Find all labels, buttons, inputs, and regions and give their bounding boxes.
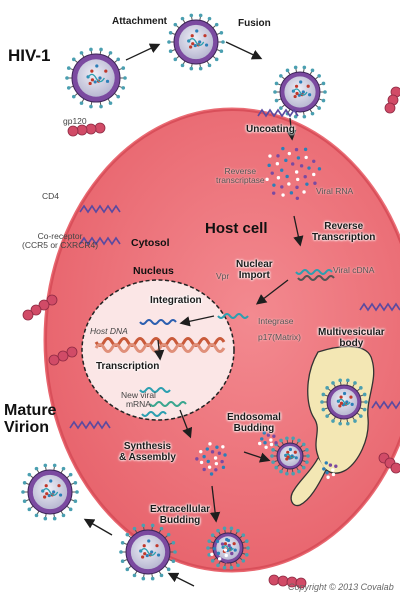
virion-icon: [320, 378, 368, 426]
exb-line2: Budding: [159, 514, 201, 526]
receptors: [22, 86, 400, 589]
receptor-icon: [69, 420, 111, 430]
arrow-icon: [243, 451, 271, 463]
receptor-icon: [79, 236, 121, 246]
host-dna-label: Host DNA: [90, 326, 128, 336]
new-viral-mrna-label: New viral mRNA: [121, 391, 156, 409]
coreceptor-line1: Co-receptor: [37, 231, 83, 241]
arrow-icon: [125, 43, 161, 61]
host-cell-label: Host cell: [205, 220, 268, 237]
virions: [21, 13, 368, 581]
viral-rna-label: Viral RNA: [316, 186, 354, 196]
rna-icon: [141, 411, 167, 417]
virion-icon: [273, 65, 327, 119]
nucleus-label: Nucleus: [133, 265, 174, 277]
receptor-icon: [79, 204, 121, 214]
sa-line1: Synthesis: [123, 441, 172, 452]
receptor-icon: [384, 86, 400, 114]
fusion-label: Fusion: [238, 18, 271, 29]
coreceptor-label: Co-receptor (CCR5 or CXRCR4): [22, 232, 98, 250]
reverse-transcription-label: Reverse Transcription: [312, 221, 376, 243]
multivesicular-body-label: Multivesicular body: [318, 327, 385, 349]
receptor-icon: [48, 346, 78, 366]
gp120-label: gp120: [63, 116, 87, 126]
rna-strands: [139, 269, 335, 417]
virion-icon: [206, 526, 250, 570]
rna-icon: [297, 275, 335, 281]
transcription-label: Transcription: [96, 361, 160, 372]
ni-line1: Nuclear: [236, 259, 273, 270]
hiv1-label: HIV-1: [8, 46, 51, 65]
mv-line1: Mature: [4, 402, 57, 419]
uncoating-label: Uncoating: [246, 124, 295, 135]
process-arrows: [83, 41, 304, 587]
attachment-label: Attachment: [112, 16, 168, 27]
eb-line2: Budding: [233, 422, 275, 434]
ni-line2: Import: [238, 269, 270, 281]
receptor-icon: [67, 122, 106, 137]
copyright-text: Copyright © 2013 Covalab: [288, 582, 394, 592]
arrow-icon: [179, 315, 215, 327]
mature-virion-label: Mature Virion: [4, 402, 57, 437]
arrow-icon: [255, 279, 289, 305]
nvm-line1: New viral: [121, 390, 156, 400]
receptor-icon: [268, 574, 307, 589]
rtx-line2: Transcription: [312, 231, 376, 243]
integration-label: Integration: [150, 295, 202, 306]
arrow-icon: [293, 215, 304, 247]
cd4-label: CD4: [42, 191, 60, 201]
viral-particles: [195, 146, 338, 564]
virion-icon: [119, 523, 177, 581]
rt-line1: Reverse: [224, 166, 257, 176]
host-dna-icon: [94, 337, 226, 353]
arrow-icon: [179, 409, 193, 439]
integrase-label: Integrase: [258, 316, 294, 326]
receptor-icon: [22, 294, 58, 321]
virion-icon: [65, 47, 127, 109]
mvb-line1: Multivesicular: [318, 327, 385, 338]
arrow-icon: [167, 572, 195, 587]
viral-cdna-label: Viral cDNA: [333, 265, 375, 275]
virion-icon: [21, 463, 79, 521]
extracellular-budding-label: Extracellular Budding: [150, 504, 211, 526]
endosomal-budding-label: Endosomal Budding: [227, 412, 281, 434]
arrow-icon: [83, 518, 113, 536]
coreceptor-line2: (CCR5 or CXRCR4): [22, 239, 99, 250]
receptor-icon: [257, 108, 299, 118]
receptor-icon: [378, 452, 400, 474]
virion-icon: [167, 13, 225, 71]
nvm-line2: mRNA: [125, 398, 151, 409]
cytosol-label: Cytosol: [131, 237, 170, 249]
arrow-icon: [209, 485, 221, 523]
rna-icon: [217, 313, 249, 319]
reverse-transcriptase-label: Reverse transcriptase: [216, 167, 265, 185]
rna-icon: [139, 319, 177, 325]
arrow-icon: [225, 41, 263, 60]
vpr-label: Vpr: [216, 271, 230, 281]
rt-line2: transcriptase: [216, 174, 265, 185]
exb-line1: Extracellular: [150, 504, 211, 515]
mvb-line2: body: [339, 337, 364, 349]
rna-icon: [295, 269, 333, 275]
rna-icon: [149, 401, 187, 407]
eb-line1: Endosomal: [227, 412, 281, 423]
p17-label: p17(Matrix): [258, 332, 301, 342]
virion-icon: [270, 436, 310, 476]
arrow-icon: [286, 117, 297, 141]
arrow-icon: [153, 339, 165, 361]
receptor-icon: [359, 302, 400, 312]
nuclear-import-label: Nuclear Import: [236, 259, 273, 281]
receptor-icon: [371, 400, 400, 410]
rna-icon: [139, 387, 171, 393]
mv-line2: Virion: [4, 418, 50, 436]
rtx-line1: Reverse: [324, 221, 364, 232]
synthesis-assembly-label: Synthesis & Assembly: [119, 441, 176, 463]
sa-line2: & Assembly: [119, 451, 176, 463]
